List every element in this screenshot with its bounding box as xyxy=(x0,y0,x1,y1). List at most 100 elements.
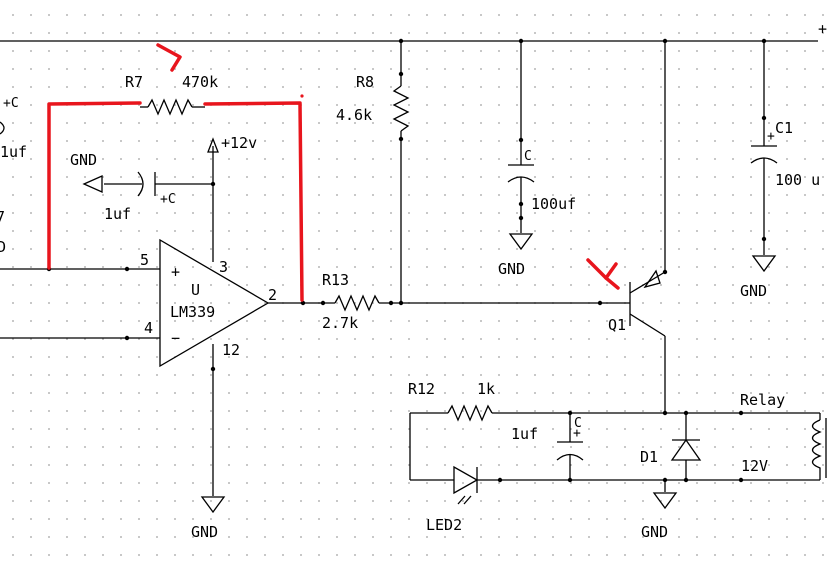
led2-triangle xyxy=(453,465,479,495)
junction-dot xyxy=(683,477,689,483)
r12-ref: R12 xyxy=(408,380,435,398)
cap-mid-ref: +C xyxy=(160,192,176,207)
gnd-label-c1: GND xyxy=(740,282,767,300)
junction-dot xyxy=(210,366,216,372)
cap-small-ref: C xyxy=(574,416,582,431)
left-cap-plate xyxy=(0,121,5,135)
gnd-label-cbig: GND xyxy=(498,260,525,278)
gnd-symbol-icon xyxy=(82,174,103,194)
supply-arrow-icon xyxy=(207,137,219,153)
junction-dot xyxy=(662,269,668,275)
led2-ray xyxy=(457,495,466,505)
resistor-r7 xyxy=(147,98,193,116)
gnd-symbol-icon xyxy=(508,233,534,251)
relay-coil xyxy=(811,419,822,480)
left-7-label: 7 xyxy=(0,208,5,226)
d1-triangle xyxy=(670,438,702,461)
r7-value: 470k xyxy=(182,73,218,91)
gnd-symbol-icon xyxy=(200,496,226,514)
junction-dot xyxy=(518,201,524,207)
cap-mid-curve xyxy=(137,171,144,197)
resistor-r12 xyxy=(447,404,493,422)
cap-small-plus: + xyxy=(573,426,581,441)
cap-small-curve xyxy=(556,453,584,461)
junction-dot xyxy=(761,38,767,44)
junction-dot xyxy=(683,410,689,416)
r13-ref: R13 xyxy=(322,271,349,289)
gnd-label-left: GND xyxy=(70,151,97,169)
d1-ref: D1 xyxy=(640,448,658,466)
pin-vcc-number: 3 xyxy=(219,258,228,276)
q1-collector xyxy=(629,313,666,337)
c1-value: 100 u xyxy=(775,171,820,189)
rail-plus-label: + xyxy=(818,20,827,38)
led2-ray xyxy=(463,495,472,505)
junction-dot xyxy=(320,300,326,306)
annotation-arrow-q1 xyxy=(586,258,618,280)
junction-dot xyxy=(662,410,668,416)
junction-dot xyxy=(518,215,524,221)
junction-dot xyxy=(398,38,404,44)
r8-ref: R8 xyxy=(356,73,374,91)
junction-dot xyxy=(398,71,404,77)
junction-dot xyxy=(738,410,744,416)
pin-gnd-number: 12 xyxy=(222,341,240,359)
gnd-symbol-icon xyxy=(652,492,678,510)
pin-out-number: 2 xyxy=(268,286,277,304)
junction-dot xyxy=(761,115,767,121)
q1-emitter-arrow-icon xyxy=(643,269,661,289)
junction-dot xyxy=(497,477,503,483)
gnd-symbol-icon xyxy=(751,255,777,273)
opamp-minus-sign: − xyxy=(171,329,180,347)
gnd-label-opamp: GND xyxy=(191,523,218,541)
cap-big-ref: C xyxy=(524,149,532,164)
junction-dot xyxy=(388,300,394,306)
led2-ref: LED2 xyxy=(426,516,462,534)
r8-value: 4.6k xyxy=(336,106,372,124)
left-d-label: D xyxy=(0,238,6,256)
junction-dot xyxy=(518,137,524,143)
left-cap-value: 1uf xyxy=(0,143,27,161)
annotation-feedback-right xyxy=(203,101,304,302)
gnd-label-d1: GND xyxy=(641,523,668,541)
junction-dot xyxy=(124,266,130,272)
c1-plus: + xyxy=(767,129,775,144)
annotation-arrow-q1-tail xyxy=(604,276,620,290)
resistor-r8 xyxy=(392,85,410,132)
left-cap-label: +C xyxy=(3,96,19,111)
r7-ref: R7 xyxy=(125,73,143,91)
junction-dot xyxy=(518,38,524,44)
opamp-lm339 xyxy=(159,238,270,368)
pin-plus-number: 5 xyxy=(140,251,149,269)
cap-mid-value: 1uf xyxy=(104,205,131,223)
annotation-dot xyxy=(300,94,304,98)
cap-big-value: 100uf xyxy=(531,195,576,213)
junction-dot xyxy=(567,410,573,416)
junction-dot xyxy=(300,300,306,306)
resistor-r13 xyxy=(334,294,380,312)
junction-dot xyxy=(124,335,130,341)
supply-label: +12v xyxy=(221,134,257,152)
relay-voltage: 12V xyxy=(741,457,768,475)
pin-minus-number: 4 xyxy=(144,319,153,337)
relay-label: Relay xyxy=(740,391,785,409)
opamp-plus-sign: + xyxy=(171,263,180,281)
opamp-part: LM339 xyxy=(170,303,215,321)
q1-ref: Q1 xyxy=(608,316,626,334)
cap-small-value: 1uf xyxy=(511,425,538,443)
junction-dot xyxy=(398,136,404,142)
c1-ref: C1 xyxy=(775,119,793,137)
annotation-feedback-left xyxy=(47,101,142,270)
junction-dot xyxy=(567,477,573,483)
r12-value: 1k xyxy=(477,380,495,398)
annotation-arrow-r7 xyxy=(156,43,182,72)
junction-dot xyxy=(662,38,668,44)
r13-value: 2.7k xyxy=(322,314,358,332)
junction-dot xyxy=(738,477,744,483)
opamp-name: U xyxy=(191,281,200,299)
junction-dot xyxy=(761,236,767,242)
junction-dot xyxy=(662,477,668,483)
junction-dot xyxy=(597,300,603,306)
